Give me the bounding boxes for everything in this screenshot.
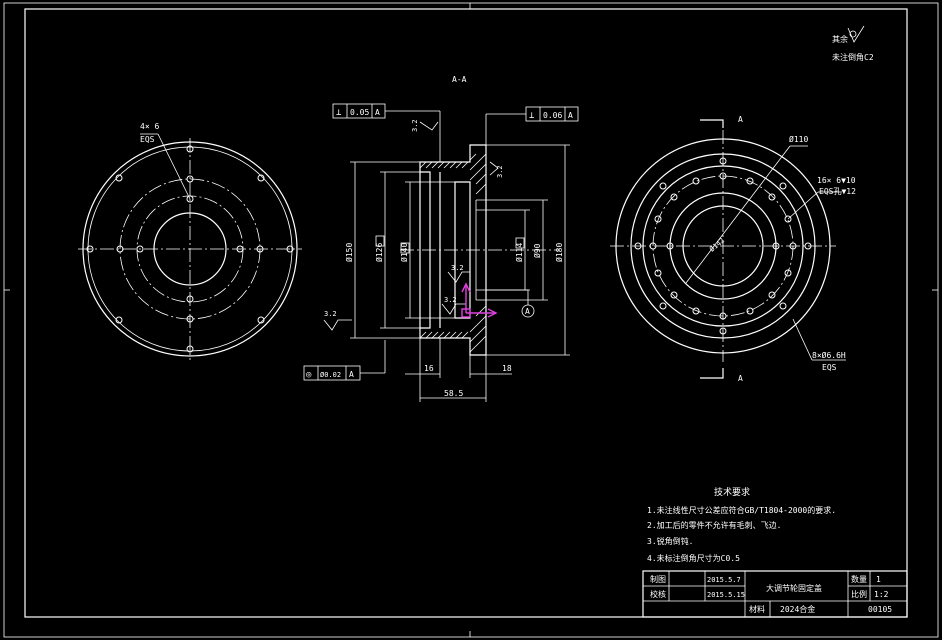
right-pcd-label: Ø142	[708, 237, 726, 254]
svg-text:0.06: 0.06	[543, 111, 562, 120]
svg-text:A: A	[375, 108, 380, 117]
inner-frame	[24, 8, 908, 618]
dim-d114: Ø114	[514, 243, 524, 262]
tb-drawing-no: 00105	[868, 605, 892, 614]
right-holes-note: 16× 6▼10	[817, 176, 856, 185]
right-holes-note3: 8×Ø6.6H	[812, 350, 846, 360]
dim-58: 58.5	[444, 389, 463, 398]
right-bolt-holes	[634, 157, 812, 335]
tb-material-value: 2024合金	[780, 604, 815, 614]
left-holes-note: 4× 6	[140, 122, 159, 131]
roughness-symbols: 3.2 3.2 3.2 3.2 3.2	[323, 119, 504, 331]
dim-d180: Ø180	[554, 243, 564, 262]
title-block: 制图 2015.5.7 校核 2015.5.15 大调节轮固定盖 数量 1 比例…	[642, 570, 908, 618]
svg-text:A: A	[349, 370, 354, 379]
tol-frame-top-right: ⊥ 0.06 A	[485, 106, 579, 145]
svg-text:3.2: 3.2	[451, 264, 464, 272]
section-label: A-A	[452, 75, 467, 84]
cut-mark-top: A	[738, 115, 743, 124]
cut-mark-bottom: A	[738, 374, 743, 383]
left-bolt-holes	[86, 145, 294, 353]
tech-req-item: 3.锐角倒钝.	[647, 536, 693, 546]
svg-text:A: A	[525, 307, 530, 316]
tech-req-title: 技术要求	[714, 486, 750, 498]
svg-text:◎: ◎	[306, 370, 312, 380]
tb-material-label: 材料	[749, 604, 765, 614]
corner-note: 其余 未注倒角C2	[832, 25, 874, 62]
dim-16: 16	[424, 364, 434, 373]
tech-req-item: 1.未注线性尺寸公差应符合GB/T1804-2000的要求.	[647, 505, 836, 515]
tol-frame-bottom: ◎ Ø0.02 A	[303, 340, 386, 381]
tb-qty-value: 1	[876, 575, 881, 584]
ucs-marker	[461, 282, 498, 318]
tol-frame-top-left: ⊥ 0.05 A	[332, 103, 441, 162]
diameter-dims	[350, 144, 570, 356]
svg-text:3.2: 3.2	[324, 310, 337, 318]
roughness-note: 其余	[832, 34, 848, 44]
tb-row2-label: 校核	[650, 589, 666, 599]
dim-d126: Ø126	[374, 243, 384, 262]
dim-d140: Ø140	[399, 243, 409, 262]
right-view: A A Ø110 Ø142 16× 6▼10 EQS孔▼12 8×Ø6.6H E…	[610, 115, 856, 383]
length-dims	[405, 338, 512, 402]
svg-text:⊥: ⊥	[529, 111, 535, 121]
dim-d150: Ø150	[344, 243, 354, 262]
tb-scale-value: 1:2	[874, 590, 889, 599]
right-diameter: Ø110	[789, 134, 808, 144]
svg-text:⊥: ⊥	[336, 108, 342, 118]
svg-text:Ø0.02: Ø0.02	[320, 371, 341, 379]
svg-text:A: A	[568, 111, 573, 120]
tech-req-item: 4.未标注倒角尺寸为C0.5	[647, 553, 740, 563]
right-holes-note4: EQS	[822, 363, 837, 372]
dim-18: 18	[502, 364, 512, 373]
datum-a: A	[486, 289, 535, 318]
svg-text:3.2: 3.2	[411, 119, 419, 132]
hatching	[419, 153, 487, 353]
tb-row1-date: 2015.5.7	[707, 576, 741, 584]
right-holes-note2: EQS孔▼12	[819, 187, 856, 196]
tb-row1-label: 制图	[650, 574, 666, 584]
chamfer-note: 未注倒角C2	[832, 52, 874, 62]
tb-qty-label: 数量	[851, 574, 867, 584]
outer-frame	[3, 2, 939, 638]
tb-scale-label: 比例	[851, 589, 867, 599]
tech-req-item: 2.加工后的零件不允许有毛刺、飞边.	[647, 520, 781, 530]
svg-text:3.2: 3.2	[444, 296, 457, 304]
left-view: 4× 6 EQS	[78, 122, 302, 360]
left-holes-note2: EQS	[140, 135, 155, 144]
dim-d90: Ø90	[532, 243, 542, 258]
tb-part-name: 大调节轮固定盖	[766, 583, 822, 593]
tb-row2-date: 2015.5.15	[707, 591, 745, 599]
tech-requirements: 技术要求 1.未注线性尺寸公差应符合GB/T1804-2000的要求. 2.加工…	[647, 486, 836, 563]
svg-text:0.05: 0.05	[350, 108, 369, 117]
svg-text:3.2: 3.2	[496, 165, 504, 178]
section-view: A-A ⊥ 0.05 A ⊥ 0.06 A ◎ Ø0.02	[303, 75, 579, 402]
